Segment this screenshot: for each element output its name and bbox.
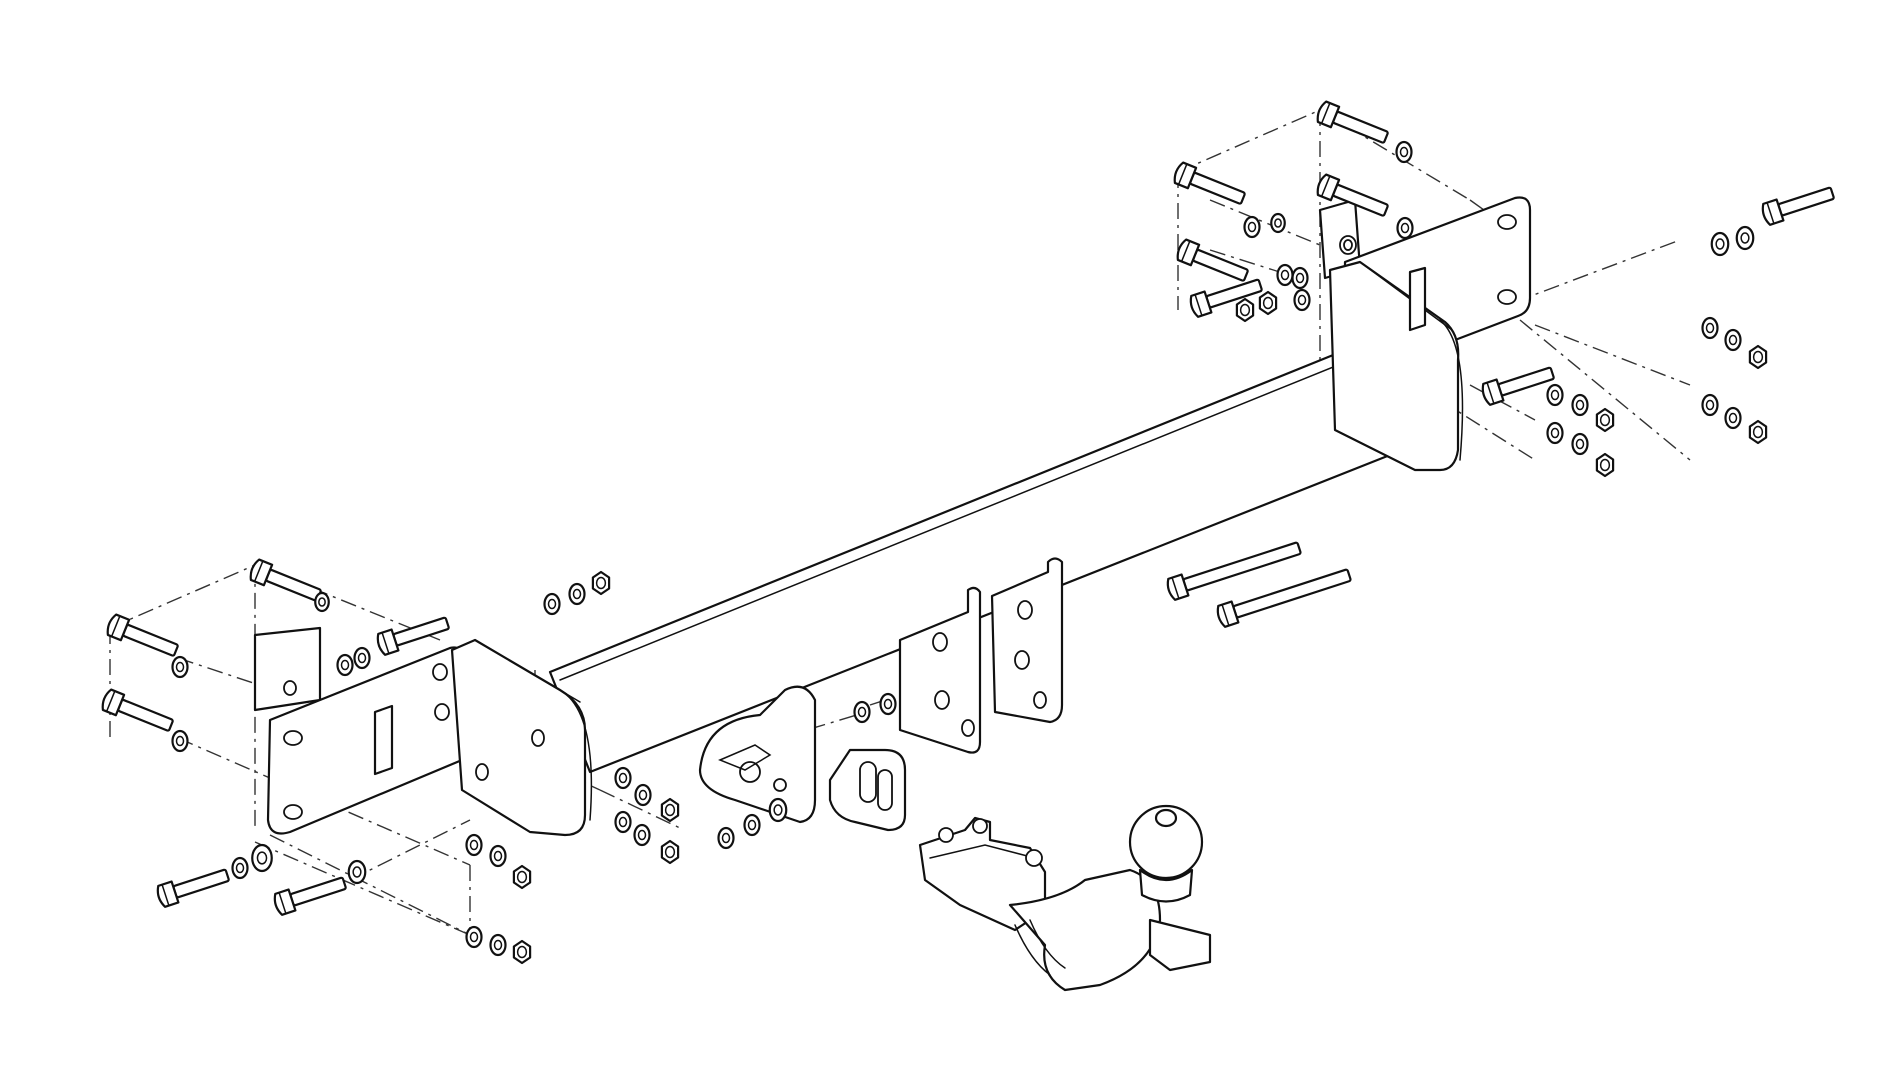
bolt-icon: [1216, 568, 1352, 628]
washer-icon: [1395, 140, 1413, 164]
washer-icon: [633, 823, 651, 847]
washer-icon: [231, 856, 249, 880]
washer-icon: [1701, 393, 1719, 417]
washer-icon: [1291, 266, 1309, 290]
nut-icon: [1748, 344, 1768, 370]
slotted-mounting-plate: [828, 748, 907, 832]
washer-icon: [489, 933, 507, 957]
washer-icon: [768, 797, 788, 823]
washer-icon: [1710, 231, 1730, 257]
washer-icon: [1396, 216, 1414, 240]
bolt-icon: [1316, 100, 1389, 144]
washer-icon: [1724, 328, 1742, 352]
nut-icon: [660, 797, 680, 823]
nut-icon: [1748, 419, 1768, 445]
bolt-icon: [1166, 541, 1302, 601]
bolt-icon: [1189, 278, 1263, 318]
bolt-icon: [376, 616, 450, 656]
washer-icon: [1270, 212, 1286, 234]
washer-icon: [465, 925, 483, 949]
bolt-icon: [101, 688, 174, 732]
washer-icon: [251, 843, 273, 873]
nuts: [512, 290, 1768, 965]
bolt-icon: [106, 613, 179, 657]
washer-icon: [336, 653, 354, 677]
washer-icon: [614, 766, 632, 790]
socket-plate: [698, 685, 817, 824]
washer-icon: [1546, 383, 1564, 407]
nut-icon: [660, 839, 680, 865]
washers: [171, 140, 1755, 957]
washer-icon: [879, 692, 897, 716]
bolt-icon: [249, 558, 322, 602]
bolt-icon: [1176, 238, 1249, 282]
washer-icon: [1701, 316, 1719, 340]
detachable-tow-ball: [918, 804, 1212, 992]
nut-icon: [1235, 297, 1255, 323]
washer-icon: [634, 783, 652, 807]
washer-icon: [1293, 288, 1311, 312]
washer-icon: [347, 859, 367, 885]
washer-icon: [1546, 421, 1564, 445]
bolt-icon: [1316, 173, 1389, 217]
washer-icon: [489, 844, 507, 868]
washer-icon: [853, 700, 871, 724]
washer-icon: [717, 826, 735, 850]
bolts: [101, 100, 1835, 916]
washer-icon: [171, 655, 189, 679]
left-side-bracket: [253, 626, 593, 837]
washer-icon: [614, 810, 632, 834]
right-side-bracket: [1318, 196, 1532, 472]
washer-icon: [171, 729, 189, 753]
nut-icon: [1595, 407, 1615, 433]
bolt-icon: [156, 868, 230, 908]
washer-icon: [1571, 393, 1589, 417]
nut-icon: [1595, 452, 1615, 478]
washer-icon: [353, 646, 371, 670]
nut-icon: [512, 864, 532, 890]
washer-icon: [314, 591, 330, 613]
bolt-icon: [1761, 186, 1835, 226]
washer-icon: [1276, 263, 1294, 287]
washer-icon: [1243, 215, 1261, 239]
washer-icon: [1735, 225, 1755, 251]
bolt-icon: [273, 876, 347, 916]
washer-icon: [1724, 406, 1742, 430]
bolt-icon: [1173, 161, 1246, 205]
washer-icon: [465, 833, 483, 857]
washer-icon: [743, 813, 761, 837]
center-mounting-brackets: [898, 557, 1064, 754]
nut-icon: [512, 939, 532, 965]
bolt-icon: [1481, 366, 1555, 406]
washer-icon: [1571, 432, 1589, 456]
nut-icon: [591, 570, 611, 596]
washer-icon: [568, 582, 586, 606]
washer-icon: [543, 592, 561, 616]
nut-icon: [1258, 290, 1278, 316]
